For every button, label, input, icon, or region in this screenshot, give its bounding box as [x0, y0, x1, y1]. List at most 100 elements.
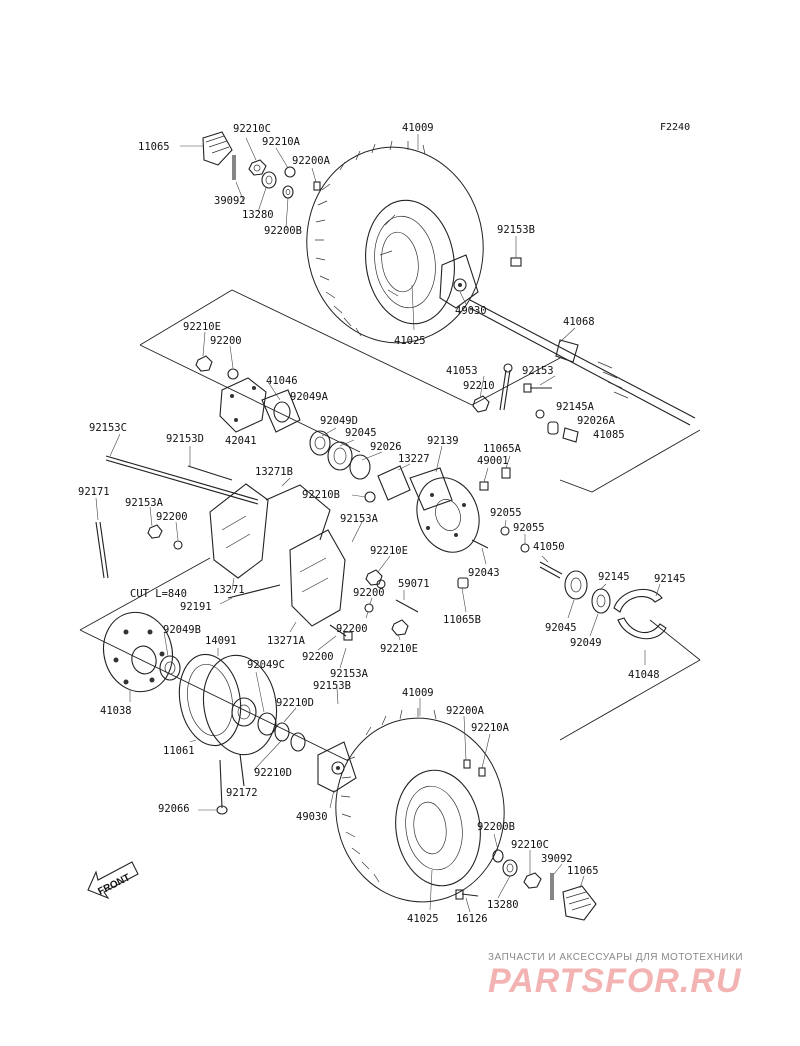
stud-92200a-top	[313, 181, 321, 191]
seal-92049b	[159, 655, 181, 681]
label-92200a-top: 92200A	[292, 155, 331, 167]
seal-92049-right	[591, 588, 611, 614]
label-41025-top: 41025	[394, 335, 426, 347]
label-49001: 49001	[477, 455, 509, 467]
label-41046: 41046	[266, 375, 298, 387]
bolt-11065a	[501, 467, 511, 479]
label-13280-bottom: 13280	[487, 899, 519, 911]
label-41050: 41050	[533, 541, 565, 553]
cotter-pin-39092-bottom	[550, 873, 554, 900]
label-92153b-bottom: 92153B	[313, 680, 351, 692]
label-14091: 14091	[205, 635, 237, 647]
nut-92210c-top	[248, 159, 267, 176]
label-92066: 92066	[158, 803, 190, 815]
label-92055-a: 92055	[490, 507, 522, 519]
label-16126: 16126	[456, 913, 488, 925]
label-92049b: 92049B	[163, 624, 201, 636]
label-11061: 11061	[163, 745, 195, 757]
label-92210a-top: 92210A	[262, 136, 301, 148]
label-92139: 92139	[427, 435, 459, 447]
label-59071: 59071	[398, 578, 430, 590]
label-11065b: 11065B	[443, 614, 481, 626]
label-92210-mid: 92210	[463, 380, 495, 392]
washer-92153a-left	[147, 524, 163, 539]
label-92210e-top: 92210E	[183, 321, 221, 333]
label-41038: 41038	[100, 705, 132, 717]
label-92045-mid: 92045	[345, 427, 377, 439]
washer-92210d-b	[290, 732, 306, 752]
bolt-49001	[479, 481, 489, 491]
bolt-92153-mid	[523, 383, 552, 393]
label-11065a-mid: 11065A	[483, 443, 522, 455]
label-41009-bottom: 41009	[402, 687, 434, 699]
swingarm-bracket	[209, 483, 346, 627]
hub-49030-top	[439, 254, 479, 309]
label-41085: 41085	[593, 429, 625, 441]
cap-11065-top	[180, 131, 233, 166]
carrier-92139	[409, 467, 453, 511]
label-92153a-bottom: 92153A	[330, 668, 369, 680]
label-11065-bottom: 11065	[567, 865, 599, 877]
front-direction-arrow: FRONT	[87, 861, 139, 900]
watermark-caption: ЗАПЧАСТИ И АКСЕССУАРЫ ДЛЯ МОТОТЕХНИКИ	[488, 952, 744, 963]
washer-92200-left	[173, 540, 183, 550]
spacer-92210b	[364, 491, 376, 503]
label-92026: 92026	[370, 441, 402, 453]
drum-cover-11061	[178, 653, 242, 747]
hub-41046	[261, 389, 301, 433]
seal-92049c	[257, 712, 277, 736]
bolt-92066	[216, 759, 228, 815]
label-92200-mid: 92200	[353, 587, 385, 599]
label-92200-top: 92200	[210, 335, 242, 347]
label-13271: 13271	[213, 584, 245, 596]
washer-92210d-a	[274, 722, 290, 742]
rod-92171	[95, 521, 109, 579]
brake-panel-42041	[219, 377, 267, 433]
washer-92210a-top	[284, 166, 296, 178]
bolt-92172	[239, 753, 245, 787]
label-92049a: 92049A	[290, 391, 329, 403]
bolt-92153d	[187, 465, 233, 481]
label-92145a: 92145A	[556, 401, 595, 413]
spacer-92026	[349, 454, 371, 480]
label-92043: 92043	[468, 567, 500, 579]
part-labels: 11065 92210C 92210A 92200A 39092 13280 9…	[78, 122, 686, 925]
washer-13280-top	[261, 171, 277, 189]
label-92200b-bottom: 92200B	[477, 821, 515, 833]
leader-lines	[95, 134, 661, 913]
label-13280-top: 13280	[242, 209, 274, 221]
label-92200-left: 92200	[156, 511, 188, 523]
front-label: FRONT	[96, 872, 132, 897]
clip-41085	[562, 427, 579, 443]
washer-92200b-bottom	[492, 849, 504, 863]
label-92153b-top: 92153B	[497, 224, 535, 236]
label-92049c: 92049C	[247, 659, 285, 671]
rear-axle-41068	[469, 299, 696, 426]
brake-lever-41053	[472, 363, 513, 413]
label-11065-top: 11065	[138, 141, 170, 153]
label-92210d-b: 92210D	[254, 767, 292, 779]
bearing-92045-mid	[327, 441, 353, 471]
label-41068: 41068	[563, 316, 595, 328]
label-92145-a: 92145	[598, 571, 630, 583]
washer-92200b-top	[282, 185, 294, 199]
nut-92210c-bottom	[523, 872, 542, 889]
bolt-92153b-top	[510, 236, 522, 267]
label-92153c: 92153C	[89, 422, 127, 434]
watermark-logo: PARTSFOR.RU	[488, 962, 742, 1000]
washer-13280-bottom	[502, 859, 518, 877]
label-41053: 41053	[446, 365, 478, 377]
bolt-92043	[471, 539, 489, 549]
label-92200-lower: 92200	[336, 623, 368, 635]
seal-92049d	[309, 430, 331, 456]
label-92049d: 92049D	[320, 415, 358, 427]
label-92210b: 92210B	[302, 489, 340, 501]
label-92210e-mid: 92210E	[370, 545, 408, 557]
label-49030-bottom: 49030	[296, 811, 328, 823]
label-42041: 42041	[225, 435, 257, 447]
bolt-16126	[455, 889, 479, 900]
label-92153-mid: 92153	[522, 365, 554, 377]
label-92210e-lower: 92210E	[380, 643, 418, 655]
nuts-center-lower	[329, 569, 419, 641]
diagram-code: F2240	[660, 122, 690, 133]
